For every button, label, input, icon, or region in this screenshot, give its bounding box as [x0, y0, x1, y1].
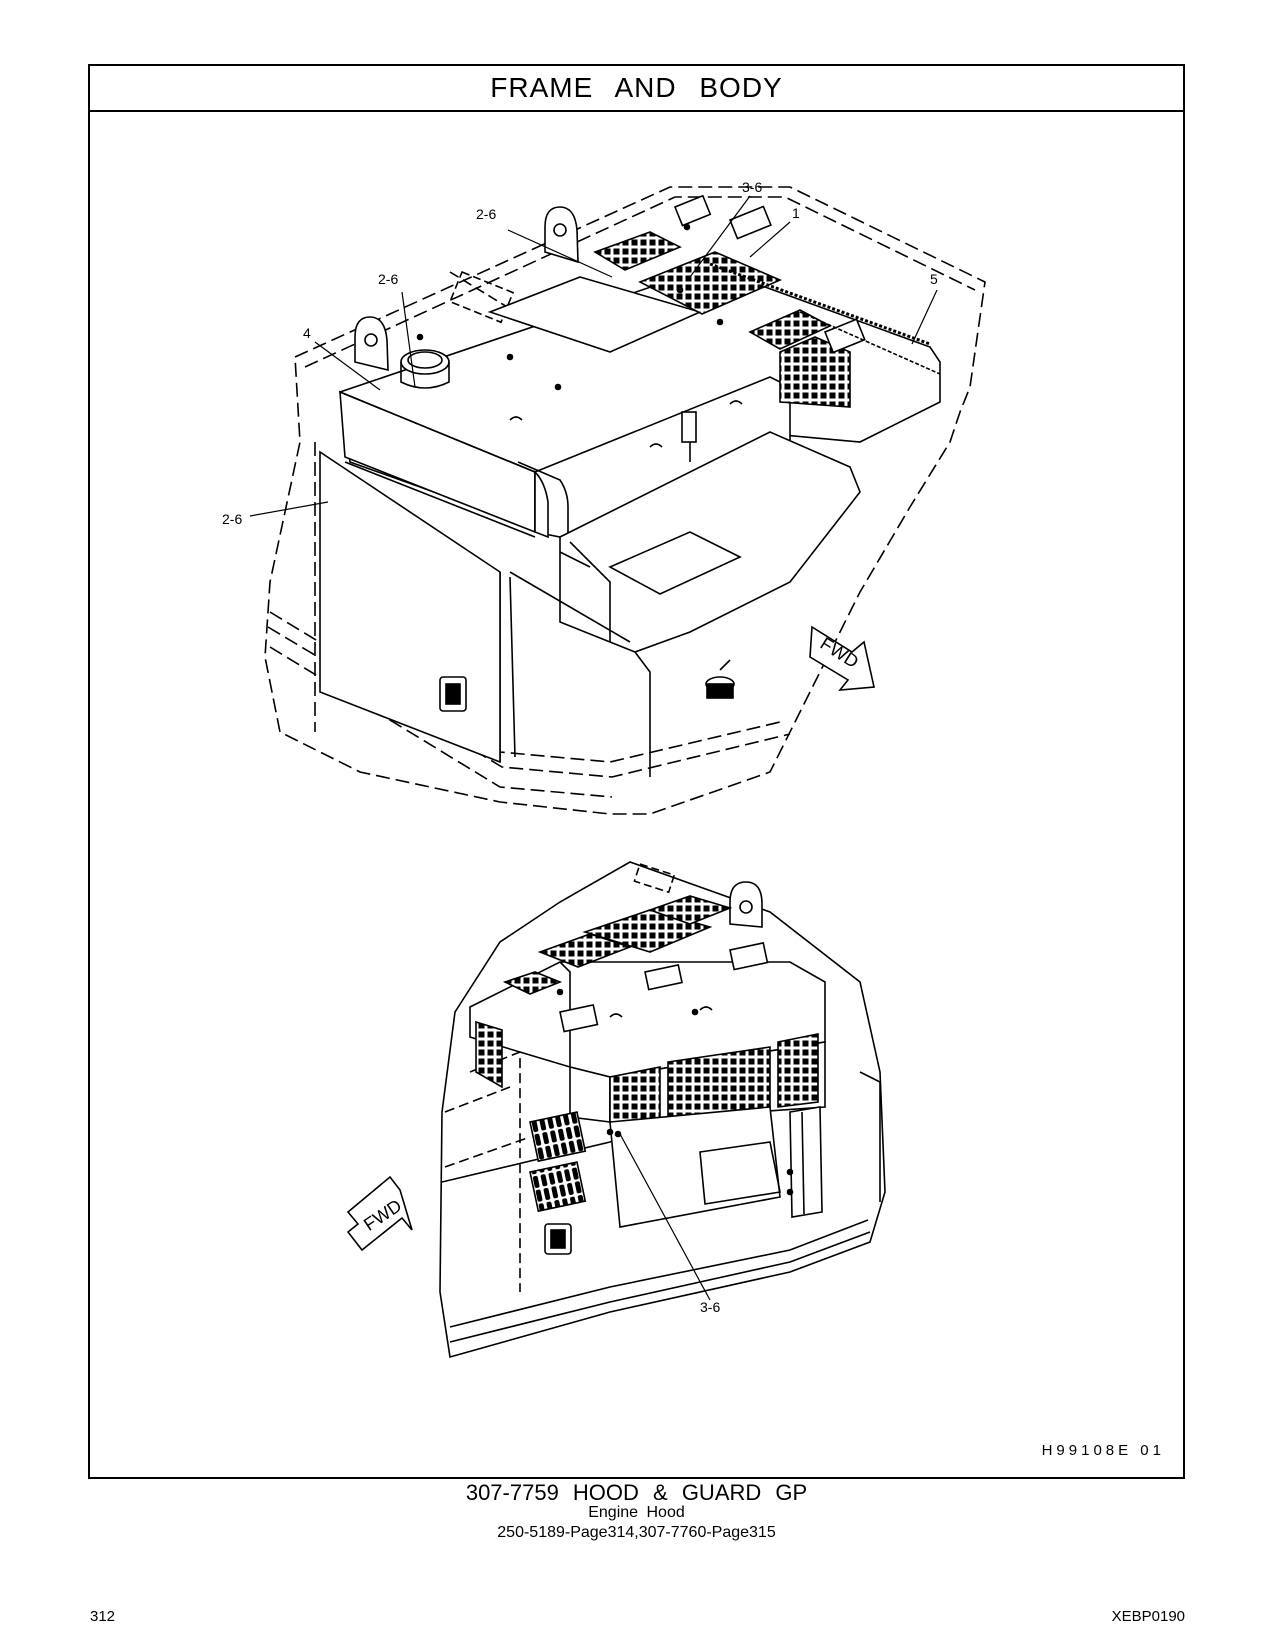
- fwd-arrow-top: FWD: [809, 625, 875, 691]
- callout-2-6-a: 2-6: [476, 206, 496, 222]
- callout-2-6-b: 2-6: [378, 271, 398, 287]
- callout-3-6-top: 3-6: [742, 179, 762, 195]
- hood-guard-drawing: 3-6 1 2-6 5 2-6 4 2-6 FWD: [222, 179, 986, 1359]
- document-code: XEBP0190: [1111, 1608, 1185, 1625]
- fwd-arrow-bottom: FWD: [346, 1175, 413, 1252]
- page-references: 250-5189-Page314,307-7760-Page315: [497, 1524, 776, 1541]
- upper-callouts: 3-6 1 2-6 5 2-6 4 2-6: [222, 179, 938, 527]
- callout-5: 5: [930, 271, 938, 287]
- group-subtitle: Engine Hood: [588, 1504, 685, 1521]
- page-frame: FRAME AND BODY: [88, 64, 1185, 1479]
- drawing-id: H99108E 01: [1041, 1442, 1165, 1459]
- upper-view: [264, 186, 986, 815]
- page-number: 312: [90, 1608, 116, 1625]
- callout-4: 4: [303, 325, 311, 341]
- group-title: 307-7759 HOOD & GUARD GP: [465, 1480, 808, 1505]
- callout-1: 1: [792, 205, 800, 221]
- lower-callouts: 3-6: [700, 1299, 720, 1315]
- parts-illustration: 3-6 1 2-6 5 2-6 4 2-6 FWD: [90, 112, 1183, 1477]
- lower-leaders: [619, 1133, 711, 1301]
- lower-view: [439, 861, 886, 1359]
- upper-leaders: [249, 195, 938, 517]
- callout-3-6-bottom: 3-6: [700, 1299, 720, 1315]
- section-title: FRAME AND BODY: [90, 66, 1183, 112]
- callout-2-6-c: 2-6: [222, 511, 242, 527]
